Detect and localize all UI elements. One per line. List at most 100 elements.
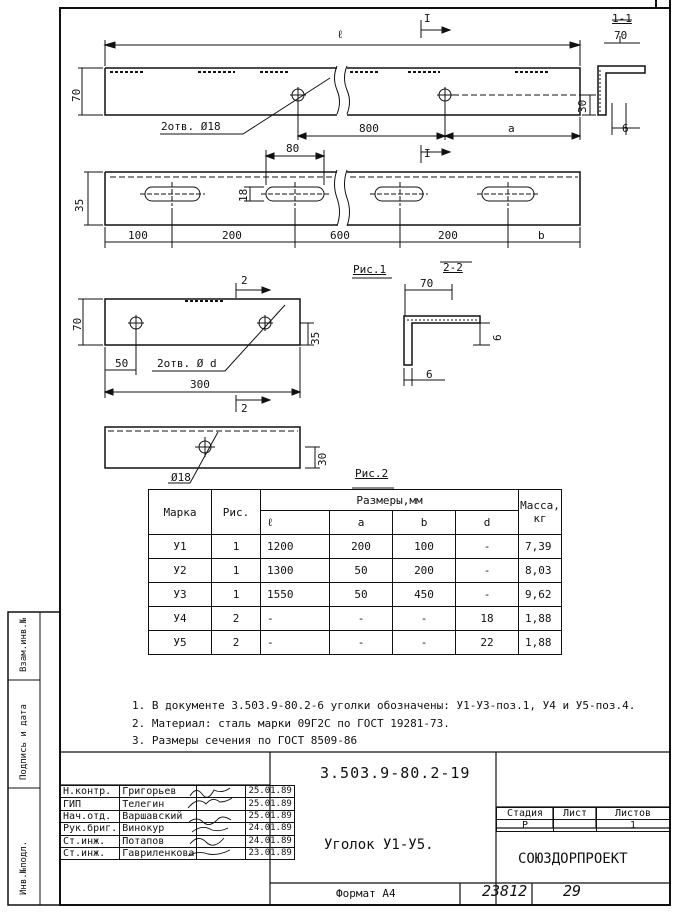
cell: У2	[148, 558, 212, 583]
cell: -	[260, 630, 330, 655]
dim-300: 300	[190, 378, 210, 391]
cell: 2	[211, 630, 261, 655]
document-code: 3.503.9-80.2-19	[320, 764, 471, 782]
notes: 1. В документе 3.503.9-80.2-6 уголки обо…	[132, 697, 635, 750]
cell: 1300	[260, 558, 330, 583]
cell: -	[392, 630, 456, 655]
section-mark-1-top: I	[424, 12, 431, 25]
stamp-role: ГИП	[59, 797, 121, 811]
dim-18: 18	[237, 188, 250, 202]
cell: 8,03	[518, 558, 562, 583]
cell: 1	[211, 558, 261, 583]
sec-1-width: 70	[614, 29, 628, 42]
handwritten-page: 29	[563, 882, 582, 900]
cell: 200	[329, 534, 393, 559]
sheet-header: Лист	[553, 807, 597, 820]
signatures	[187, 787, 233, 857]
cell: 450	[392, 582, 456, 607]
col-fig: Рис.	[211, 489, 261, 535]
holes-label-d: 2отв. Ø d	[157, 357, 217, 370]
margin-label-original: Инв.№подл.	[19, 840, 29, 895]
col-dims: Размеры,мм	[260, 489, 519, 511]
fig2-top-view	[78, 283, 314, 412]
dim-100: 100	[128, 229, 148, 242]
dimensions-table: Марка Рис. Размеры,мм Масса,кг ℓ a b d У…	[148, 489, 562, 655]
stage-value: Р	[496, 819, 554, 832]
sheet-value	[553, 819, 597, 832]
cell: 1	[211, 582, 261, 607]
fig1-top-view	[78, 20, 596, 163]
company-name: СОЮЗДОРПРОЕКТ	[518, 851, 628, 867]
cell: 1	[211, 534, 261, 559]
stamp-role: Ст.инж.	[59, 846, 121, 861]
col-a: a	[329, 510, 393, 535]
col-b: b	[392, 510, 456, 535]
cell: -	[329, 606, 393, 631]
stamp-name: Гавриленкова	[119, 846, 198, 861]
cell: У1	[148, 534, 212, 559]
section-2-2	[403, 261, 490, 386]
cell: 1550	[260, 582, 330, 607]
section-mark-2-bottom: 2	[241, 402, 248, 415]
cell: У5	[148, 630, 212, 655]
col-mark: Марка	[148, 489, 212, 535]
section-mark-1-bottom: I	[424, 147, 431, 160]
cell: 7,39	[518, 534, 562, 559]
note-2: 2. Материал: сталь марки 09Г2С по ГОСТ 1…	[132, 716, 450, 730]
dim-30-fig1: 30	[576, 99, 589, 113]
drawing-title: Уголок У1-У5.	[324, 837, 434, 853]
fig2-caption: Рис.2	[355, 467, 389, 480]
cell: -	[455, 534, 519, 559]
fig1-bottom-view	[84, 150, 581, 248]
section-mark-2-top: 2	[241, 274, 248, 287]
stamp-role: Н.контр.	[59, 784, 121, 799]
dim-70-fig2: 70	[71, 317, 84, 331]
note-1: 1. В документе 3.503.9-80.2-6 уголки обо…	[132, 699, 636, 712]
stamp-date: 25.01.89	[245, 797, 295, 811]
section-2-2-label: 2-2	[443, 261, 463, 274]
stamp-date: 25.01.89	[245, 784, 295, 799]
cell: 50	[329, 558, 393, 583]
stamp-name: Телегин	[119, 797, 198, 811]
cell: 200	[392, 558, 456, 583]
cell: 22	[455, 630, 519, 655]
cell: 50	[329, 582, 393, 607]
stamp-role: Нач.отд.	[59, 809, 121, 824]
cell: У3	[148, 582, 212, 607]
stamp-role: Рук.бриг.	[59, 822, 121, 836]
stamp-name: Варшавский	[119, 809, 198, 824]
margin-label-signature: Подпись и дата	[19, 704, 29, 780]
sheets-value: 1	[596, 819, 670, 832]
cell: -	[455, 558, 519, 583]
dim-70-fig1: 70	[70, 88, 83, 102]
stamp-date: 24.01.89	[245, 822, 295, 836]
mass-label: Масса,	[520, 499, 560, 512]
sheets-header: Листов	[596, 807, 670, 820]
holes-label-18: 2отв. Ø18	[161, 120, 221, 133]
stamp-date: 25.01.89	[245, 809, 295, 824]
fig1-caption: Рис.1	[353, 263, 387, 276]
stamp-role: Ст.инж.	[59, 834, 121, 848]
dim-50: 50	[115, 357, 129, 370]
sec-2-width: 70	[420, 277, 434, 290]
cell: У4	[148, 606, 212, 631]
dim-30-fig2: 30	[316, 452, 329, 466]
note-3: 3. Размеры сечения по ГОСТ 8509-86	[132, 734, 358, 747]
table-header-row: Марка Рис. Размеры,мм Масса,кг	[148, 489, 562, 535]
handwritten-number: 23812	[482, 882, 528, 900]
sec-1-thickness: 6	[622, 122, 629, 135]
cell: 18	[455, 606, 519, 631]
